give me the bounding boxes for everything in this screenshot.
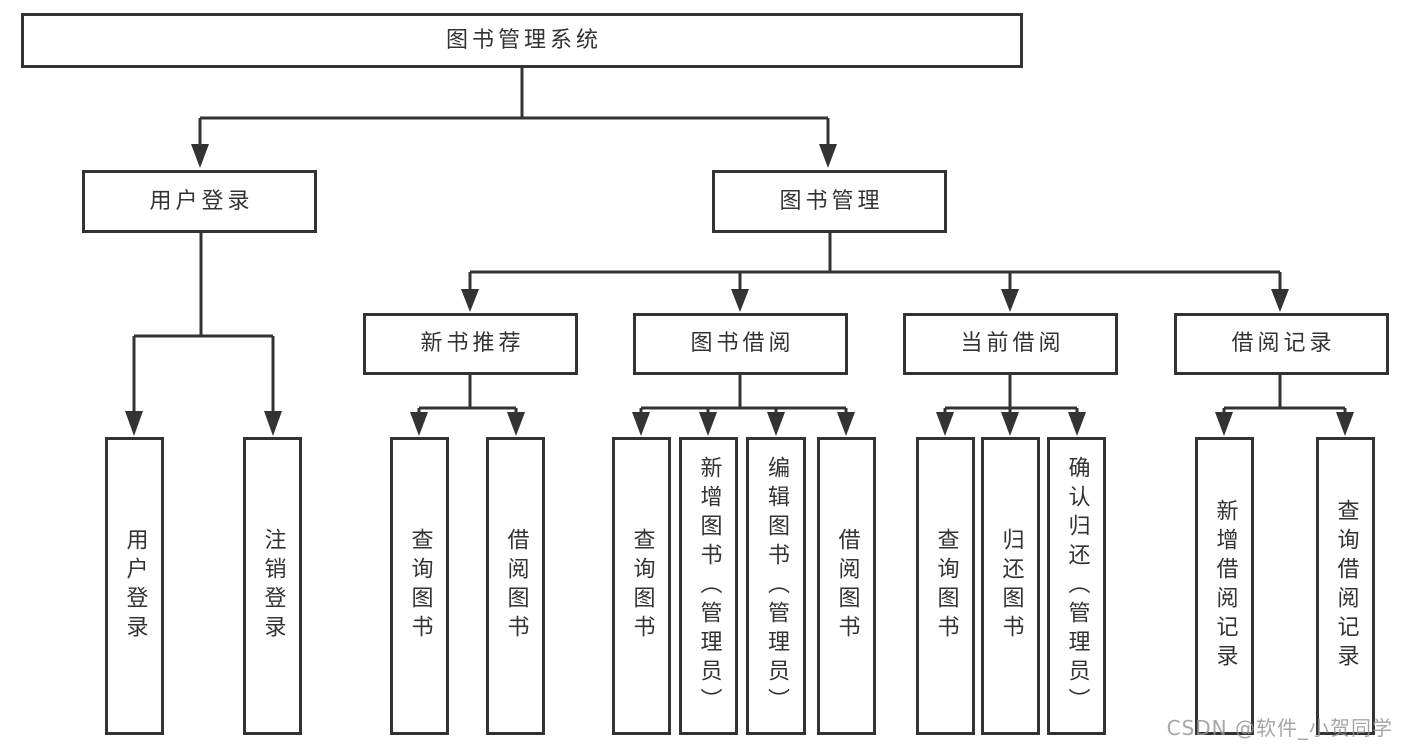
leaf-logout: 注销登录: [243, 437, 302, 735]
leaf-query-books-recommend: 查询图书: [390, 437, 449, 735]
leaf-query-books-borrow: 查询图书: [612, 437, 671, 735]
leaf-confirm-return-admin: 确认归还（管理员）: [1047, 437, 1106, 735]
node-book-management: 图书管理: [712, 170, 947, 233]
leaf-query-borrow-record: 查询借阅记录: [1316, 437, 1375, 735]
node-borrow-records: 借阅记录: [1174, 313, 1389, 375]
node-user-login: 用户登录: [82, 170, 317, 233]
node-library-system: 图书管理系统: [21, 13, 1023, 68]
leaf-user-login: 用户登录: [105, 437, 164, 735]
csdn-watermark: CSDN @软件_小贺同学: [1166, 716, 1393, 740]
leaf-edit-book-admin: 编辑图书（管理员）: [746, 437, 806, 735]
node-new-book-recommend: 新书推荐: [363, 313, 578, 375]
leaf-borrow-books-recommend: 借阅图书: [486, 437, 545, 735]
leaf-add-borrow-record: 新增借阅记录: [1195, 437, 1254, 735]
leaf-query-books-current: 查询图书: [916, 437, 975, 735]
leaf-return-book: 归还图书: [981, 437, 1040, 735]
node-book-borrow: 图书借阅: [633, 313, 848, 375]
leaf-borrow-books: 借阅图书: [817, 437, 876, 735]
node-current-borrow: 当前借阅: [903, 313, 1118, 375]
leaf-add-book-admin: 新增图书（管理员）: [679, 437, 738, 735]
